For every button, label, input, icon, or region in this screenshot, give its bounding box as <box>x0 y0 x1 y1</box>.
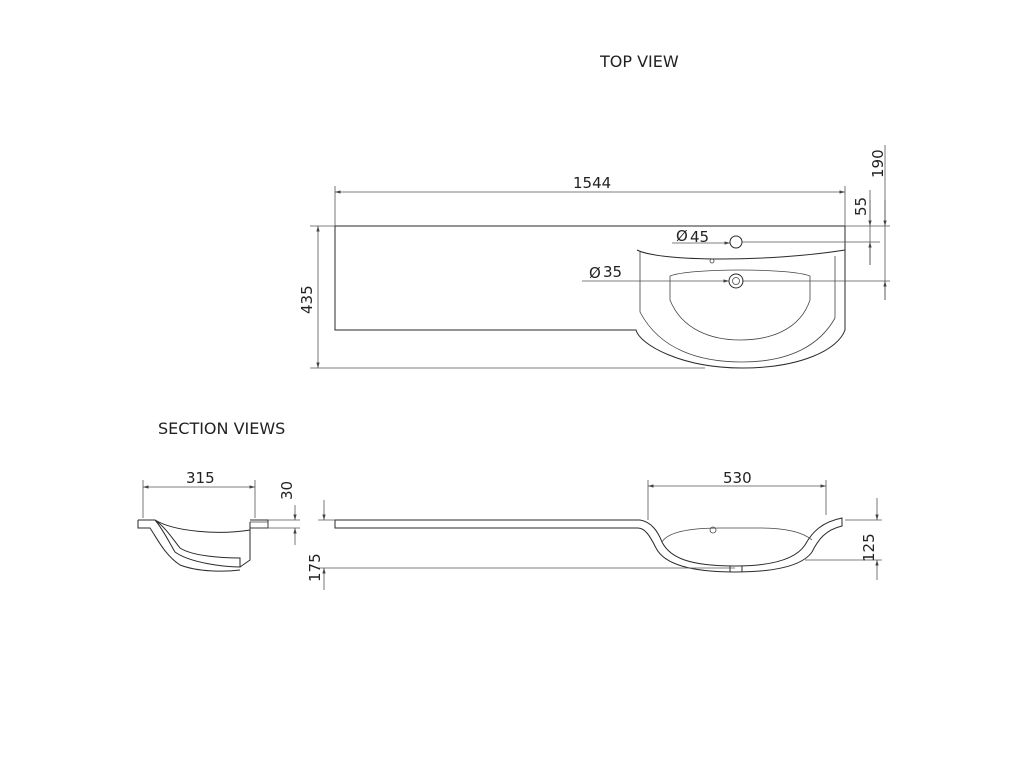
overall-width-label: 1544 <box>573 174 611 192</box>
dimension-waste-diameter: Ø 35 <box>582 263 729 283</box>
basin-depth-label: 125 <box>860 533 878 562</box>
section-height-label: 175 <box>306 553 324 582</box>
diameter-symbol-1: Ø <box>676 227 688 245</box>
tap-diameter-label: 45 <box>690 228 709 246</box>
tap-hole <box>729 235 743 249</box>
dimension-basin-width: 530 <box>647 469 827 520</box>
tap-offset-inner-label: 55 <box>852 197 870 216</box>
dimension-overall-width: 1544 <box>334 174 846 226</box>
diameter-symbol-2: Ø <box>589 264 601 282</box>
dimension-section-height: 175 <box>306 500 735 590</box>
dimension-left-section-width: 315 <box>142 469 256 518</box>
top-view-outline <box>334 225 846 369</box>
overall-depth-label: 435 <box>298 285 316 314</box>
left-section-thickness-label: 30 <box>278 481 296 500</box>
long-section-view <box>334 517 843 573</box>
waste-hole <box>728 273 744 289</box>
dimension-tap-diameter: Ø 45 <box>672 227 730 246</box>
basin-width-label: 530 <box>723 469 752 487</box>
top-view-heading: TOP VIEW <box>599 52 679 71</box>
section-views-heading: SECTION VIEWS <box>158 419 285 438</box>
dimension-tap-offsets: 190 55 <box>742 145 890 300</box>
dimension-basin-depth: 125 <box>805 498 882 580</box>
dimension-overall-depth: 435 <box>298 225 705 369</box>
dimension-left-section-thickness: 30 <box>268 481 300 545</box>
tap-offset-outer-label: 190 <box>869 149 887 178</box>
waste-diameter-label: 35 <box>603 263 622 281</box>
left-section-width-label: 315 <box>186 469 215 487</box>
left-section-view <box>137 519 269 572</box>
